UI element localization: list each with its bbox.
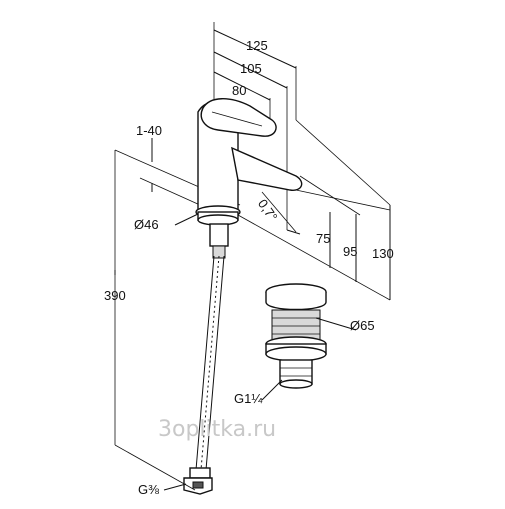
top-dimension-lines: [213, 22, 297, 230]
hose-thread-lines: [163, 483, 187, 491]
dim-390: 390: [104, 288, 126, 303]
waste-thread-lines: [261, 379, 283, 401]
dim-angle: 0,7°: [255, 196, 281, 224]
drain-plug: [265, 283, 327, 389]
watermark: 3oplitka.ru: [158, 417, 276, 442]
dim-46: Ø46: [134, 217, 159, 232]
flexible-hose: [183, 255, 225, 495]
dim-80: 80: [232, 83, 246, 98]
dim-105: 105: [240, 61, 262, 76]
dim-65: Ø65: [350, 318, 375, 333]
dim-75: 75: [316, 231, 330, 246]
dim-thread-waste: G1¼: [234, 391, 262, 406]
dim-1-40: 1-40: [136, 123, 162, 138]
hose-length-lines: [114, 150, 196, 491]
dim-125: 125: [246, 38, 268, 53]
angle-lines: [261, 191, 301, 235]
dim-130: 130: [372, 246, 394, 261]
dim-95: 95: [343, 244, 357, 259]
tap-body: [195, 98, 303, 259]
dim-base-diameter-lines: [174, 213, 199, 226]
height-dimension-lines: [237, 119, 391, 301]
dim-thread-hose: G⅜: [138, 482, 159, 497]
dim-waste-diameter-lines: [315, 317, 357, 331]
